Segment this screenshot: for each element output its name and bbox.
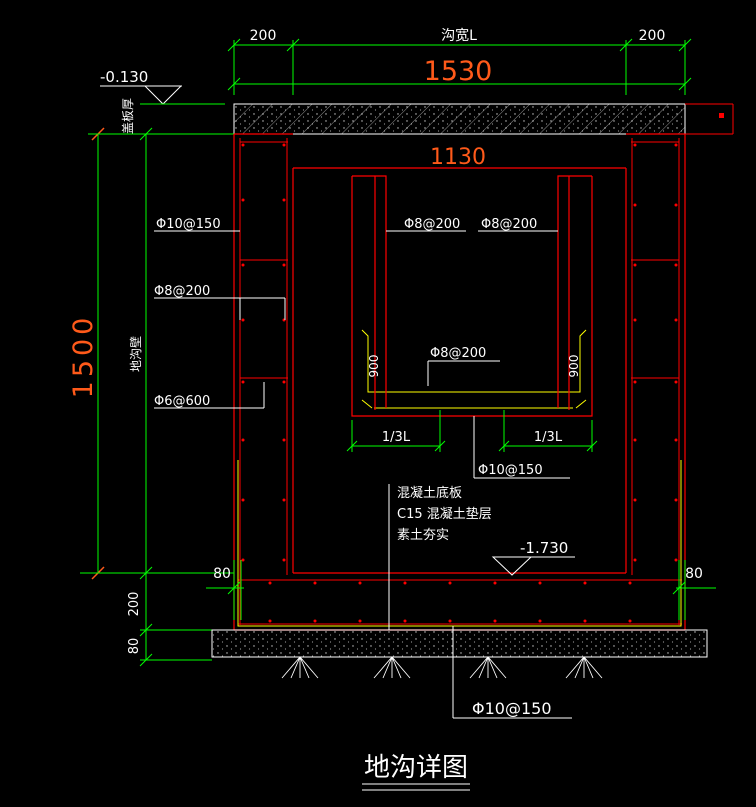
rebar-inner-right-label: Φ8@200 [481, 217, 537, 232]
trench-walls [233, 133, 686, 631]
dim-overall-height: 1500 [68, 314, 99, 399]
top-dimensions [227, 38, 692, 95]
elevation-top: -0.130 [100, 68, 148, 86]
dim-bracket-left: 900 [367, 355, 381, 378]
dim-cushion-thickness: 80 [127, 638, 142, 655]
rebar-bracket-bottom-label: Φ10@150 [478, 463, 543, 478]
dim-top-right: 200 [639, 28, 666, 44]
elevation-bottom: -1.730 [520, 539, 568, 557]
note-line3: 素土夯实 [397, 528, 449, 543]
bracket [351, 175, 593, 417]
wall-label: 地沟壁 [128, 336, 143, 372]
wall-rebar [238, 138, 682, 625]
cushion-layer [211, 629, 708, 658]
soil-symbols [281, 656, 603, 679]
rebar-base-label: Φ10@150 [472, 699, 552, 718]
rebar-wall-outer-label: Φ10@150 [156, 217, 221, 232]
cover-plate-label: 盖板厚 [121, 98, 135, 134]
rebar-left-top-label: Φ8@200 [154, 284, 210, 299]
elevation-top-marker [100, 85, 225, 105]
rebar-inner-left-label: Φ8@200 [404, 217, 460, 232]
third-dimensions [346, 410, 598, 452]
dim-third-left: 1/3L [382, 430, 411, 445]
rebar-left-bottom-label: Φ6@600 [154, 394, 210, 409]
cover-plate-label-group: 盖板厚 [121, 98, 135, 134]
dim-bracket-right: 900 [567, 355, 581, 378]
elevation-bottom-marker [491, 556, 575, 576]
note-line2: C15 混凝土垫层 [397, 506, 492, 522]
dim-inner-width: 1130 [430, 145, 486, 170]
dim-third-right: 1/3L [534, 430, 563, 445]
height-dimension [80, 127, 234, 667]
note-line1: 混凝土底板 [397, 485, 462, 501]
dim-slab-thickness: 200 [127, 592, 142, 617]
rebar-bracket-label: Φ8@200 [430, 346, 486, 361]
dim-top-left: 200 [250, 28, 277, 44]
yellow-rebar [237, 329, 682, 627]
dim-bottom-right-wall: 80 [685, 566, 703, 582]
drawing-title: 地沟详图 [364, 753, 468, 783]
rebar-dots [241, 143, 678, 623]
dim-overall-width: 1530 [424, 56, 493, 87]
dim-top-center: 沟宽L [441, 27, 477, 44]
dim-bottom-left-wall: 80 [213, 566, 231, 582]
